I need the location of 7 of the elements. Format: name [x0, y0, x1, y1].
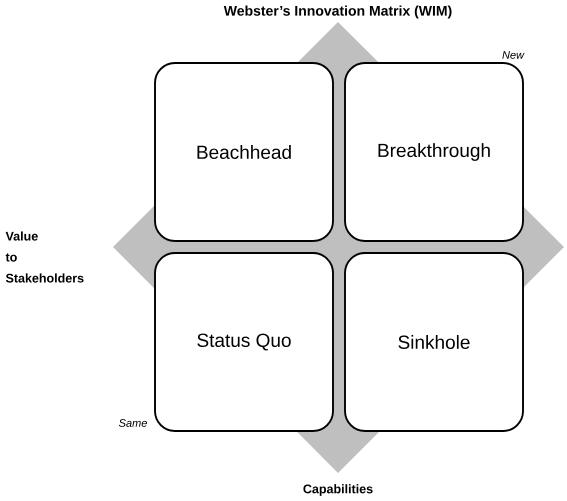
quadrant-box: Sinkhole	[344, 252, 524, 432]
axis-label: Capabilities	[303, 484, 373, 496]
quadrant-box: Breakthrough	[344, 62, 524, 242]
quadrant-box: Status Quo	[154, 252, 334, 432]
axis-label: Value to Stakeholders	[6, 231, 84, 283]
quadrant-box: Beachhead	[154, 62, 334, 242]
title: Webster’s Innovation Matrix (WIM)	[224, 5, 452, 19]
